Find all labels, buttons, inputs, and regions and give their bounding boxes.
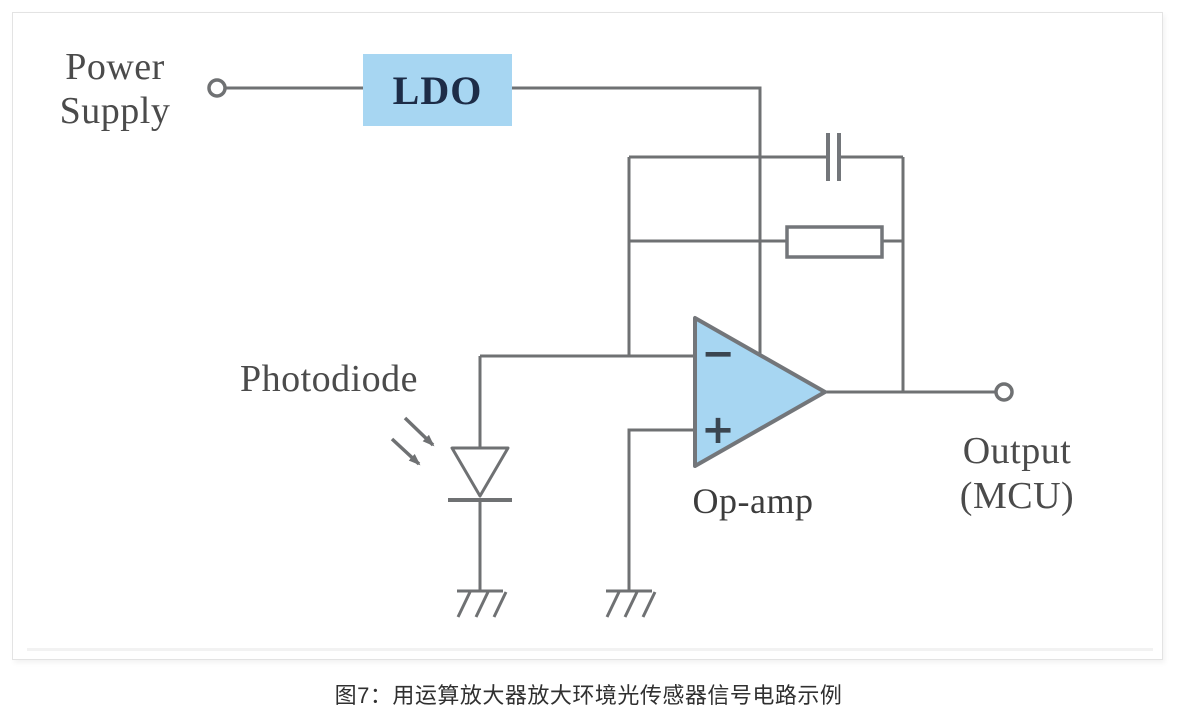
- opamp-noninverting-sign: +: [701, 407, 735, 453]
- output-label-line1: Output: [962, 430, 1072, 472]
- feedback-resistor: [785, 225, 884, 259]
- opamp-label: Op-amp: [692, 481, 814, 521]
- diode-triangle: [450, 446, 510, 498]
- opamp-triangle: [693, 316, 827, 468]
- power-supply-label: Power Supply: [60, 45, 171, 133]
- output-label: Output (MCU): [960, 429, 1074, 519]
- power-supply-label-line1: Power: [65, 46, 165, 88]
- noninverting-ground-wire: [627, 428, 697, 590]
- light-arrow-2: [390, 437, 421, 466]
- photodiode-symbol: [448, 446, 512, 502]
- output-terminal: [994, 382, 1014, 402]
- opamp-inverting-sign: −: [701, 331, 735, 377]
- light-arrows-icon: [390, 416, 435, 466]
- photodiode-label: Photodiode: [239, 358, 419, 400]
- opamp-ground-symbol: [605, 589, 657, 618]
- ldo-label: LDO: [392, 67, 483, 113]
- output-label-line2: (MCU): [959, 475, 1075, 517]
- wires: [226, 86, 996, 590]
- ldo-output-wire: [512, 86, 762, 354]
- figure-caption: 图7：用运算放大器放大环境光传感器信号电路示例: [334, 683, 843, 708]
- power-supply-label-line2: Supply: [59, 90, 171, 132]
- feedback-capacitor: [826, 133, 841, 181]
- power-terminal: [207, 78, 227, 98]
- card-bottom-divider: [27, 648, 1153, 651]
- figure-card: [12, 12, 1163, 660]
- ldo-block: LDO: [363, 54, 512, 126]
- light-arrow-1: [403, 416, 435, 447]
- photodiode-ground-symbol: [456, 589, 508, 618]
